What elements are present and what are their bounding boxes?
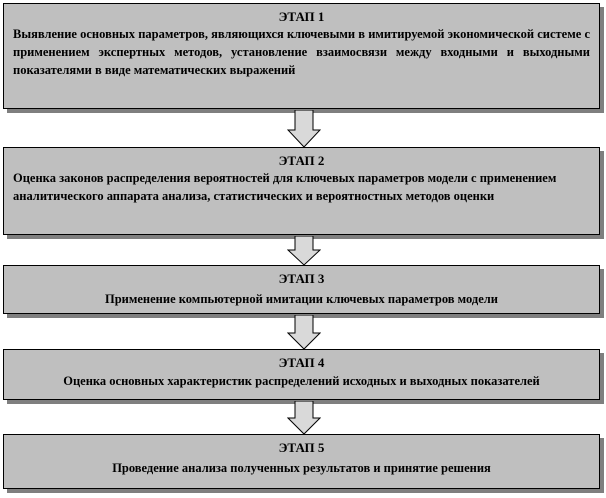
stage-3-box: ЭТАП 3 Применение компьютерной имитации … [3,265,600,314]
stage-2-title: ЭТАП 2 [278,153,325,168]
stage-3-title: ЭТАП 3 [278,271,325,286]
down-arrow-3-4 [287,315,321,350]
stage-1-box: ЭТАП 1 Выявление основных параметров, яв… [3,3,600,109]
stage-1-title: ЭТАП 1 [278,9,325,24]
down-arrow-4-5 [287,401,321,435]
stage-4-title: ЭТАП 4 [278,355,325,370]
stage-5-title: ЭТАП 5 [278,440,325,455]
down-arrow-2-3 [287,236,321,266]
stage-5-text: Проведение анализа полученных результато… [112,461,491,475]
stage-2-box: ЭТАП 2 Оценка законов распределения веро… [3,147,600,235]
stage-4-text: Оценка основных характеристик распределе… [63,374,540,388]
stage-1-text: Выявление основных параметров, являющихс… [13,27,590,77]
stage-5-box: ЭТАП 5 Проведение анализа полученных рез… [3,434,600,489]
stage-4-box: ЭТАП 4 Оценка основных характеристик рас… [3,349,600,400]
stage-2-text: Оценка законов распределения вероятносте… [13,171,557,203]
down-arrow-1-2 [287,110,321,148]
stage-3-text: Применение компьютерной имитации ключевы… [104,292,499,306]
